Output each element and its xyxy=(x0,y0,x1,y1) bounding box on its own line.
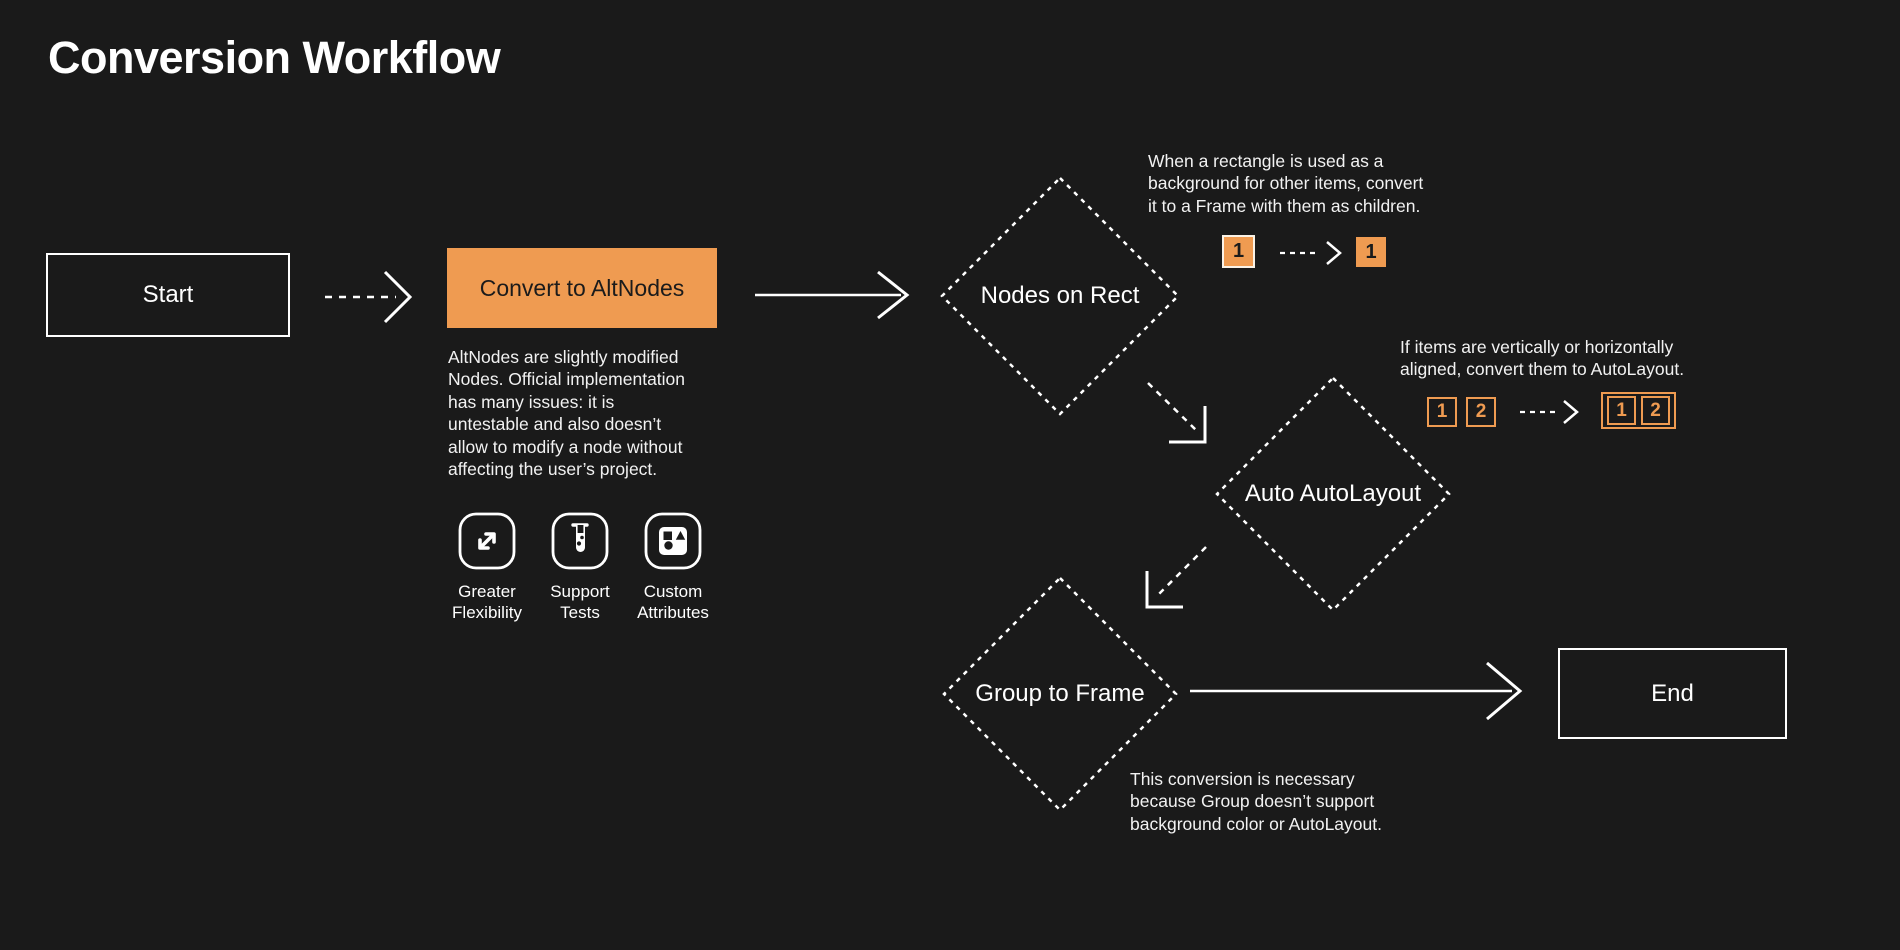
arrowhead-rect-to-auto xyxy=(1169,406,1207,444)
feature-label: Support Tests xyxy=(550,582,610,622)
feature-label: Greater Flexibility xyxy=(452,582,522,622)
feature-greater-flexibility: Greater Flexibility xyxy=(442,510,532,623)
nodes-on-rect-note: When a rectangle is used as a background… xyxy=(1148,151,1424,216)
arrowhead-note2-before-after xyxy=(1563,400,1579,424)
note2-chip-before-2: 2 xyxy=(1466,397,1496,427)
altnodes-description: AltNodes are slightly modified Nodes. Of… xyxy=(448,346,685,480)
test-tube-icon xyxy=(551,512,609,570)
flow-node-group-to-frame-label: Group to Frame xyxy=(975,680,1145,707)
altnodes-description-line: untestable and also doesn’t xyxy=(448,414,662,435)
altnodes-description-line: Nodes. Official implementation xyxy=(448,369,686,390)
feature-label: Custom Attributes xyxy=(637,582,709,622)
note2-chip-after-1: 1 xyxy=(1607,396,1636,425)
arrow-auto-to-group xyxy=(1157,546,1207,596)
auto-autolayout-note: If items are vertically or horizontally … xyxy=(1400,337,1685,380)
flow-node-convert-to-altnodes: Convert to AltNodes xyxy=(447,248,717,328)
note2-chip-after-2: 2 xyxy=(1641,396,1670,425)
feature-support-tests: Support Tests xyxy=(535,510,625,623)
altnodes-description-line: AltNodes are slightly modified xyxy=(448,347,679,367)
arrowhead-auto-to-group xyxy=(1145,571,1183,609)
arrowhead-start-to-convert xyxy=(383,270,413,324)
flow-node-end-label: End xyxy=(1651,679,1694,707)
altnodes-description-line: affecting the user’s project. xyxy=(448,459,658,480)
flow-node-end: End xyxy=(1558,648,1787,739)
note1-chip-after: 1 xyxy=(1356,237,1386,267)
note1-chip-before: 1 xyxy=(1222,235,1255,268)
expand-arrows-icon xyxy=(458,512,516,570)
flow-node-start: Start xyxy=(46,253,290,337)
flow-node-start-label: Start xyxy=(142,281,194,308)
note2-chip-before-1: 1 xyxy=(1427,397,1457,427)
page-title: Conversion Workflow xyxy=(48,32,501,83)
altnodes-feature-list: Greater Flexibility Support Tests xyxy=(442,510,718,623)
arrow-rect-to-auto xyxy=(1147,382,1198,432)
flow-node-convert-label: Convert to AltNodes xyxy=(479,274,685,301)
shapes-icon xyxy=(644,512,702,570)
arrowhead-convert-to-rect xyxy=(877,270,910,320)
flow-node-auto-autolayout-label: Auto AutoLayout xyxy=(1244,480,1422,507)
diamond-nodes-on-rect xyxy=(940,176,1180,416)
flow-node-nodes-on-rect-label: Nodes on Rect xyxy=(980,282,1140,309)
note2-chip-group-after: 1 2 xyxy=(1601,392,1676,429)
feature-custom-attributes: Custom Attributes xyxy=(628,510,718,623)
group-to-frame-note: This conversion is necessary because Gro… xyxy=(1130,769,1382,834)
arrowhead-note1-before-after xyxy=(1326,241,1342,265)
arrowhead-group-to-end xyxy=(1486,661,1523,721)
altnodes-description-line: has many issues: it is xyxy=(448,391,615,412)
altnodes-description-line: allow to modify a node without xyxy=(448,436,683,457)
